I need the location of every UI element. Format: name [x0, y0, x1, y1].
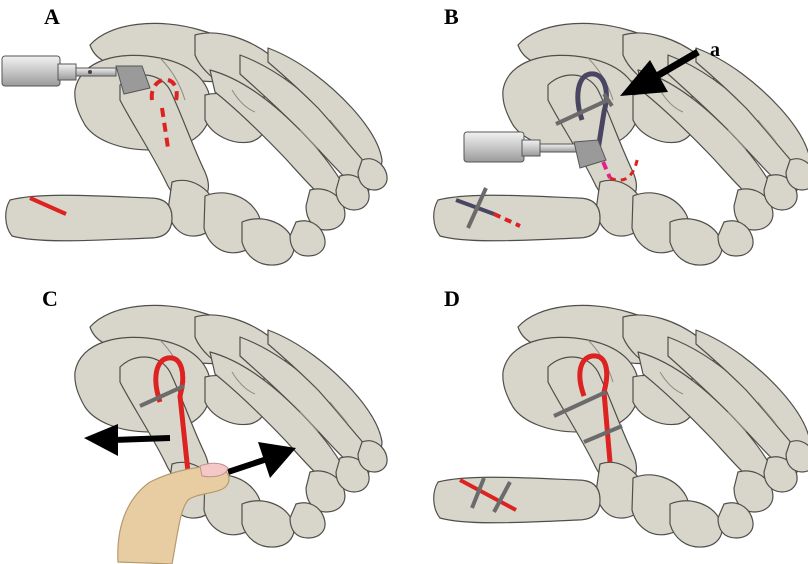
panel-label-c: C — [42, 286, 58, 311]
arrow-a-label: a — [710, 39, 720, 61]
panel-c: C — [42, 286, 387, 564]
graft-bone-a — [6, 195, 172, 241]
panel-d: D — [434, 286, 808, 547]
panel-label-a: A — [44, 4, 60, 29]
panel-label-b: B — [444, 4, 459, 29]
panel-a: A — [2, 4, 387, 265]
panel-b: B a — [434, 4, 808, 265]
foot-skeleton-c — [75, 305, 387, 547]
graft-bone-d — [434, 477, 600, 523]
panel-label-d: D — [444, 286, 460, 311]
arrow-right-indicator — [228, 442, 296, 478]
